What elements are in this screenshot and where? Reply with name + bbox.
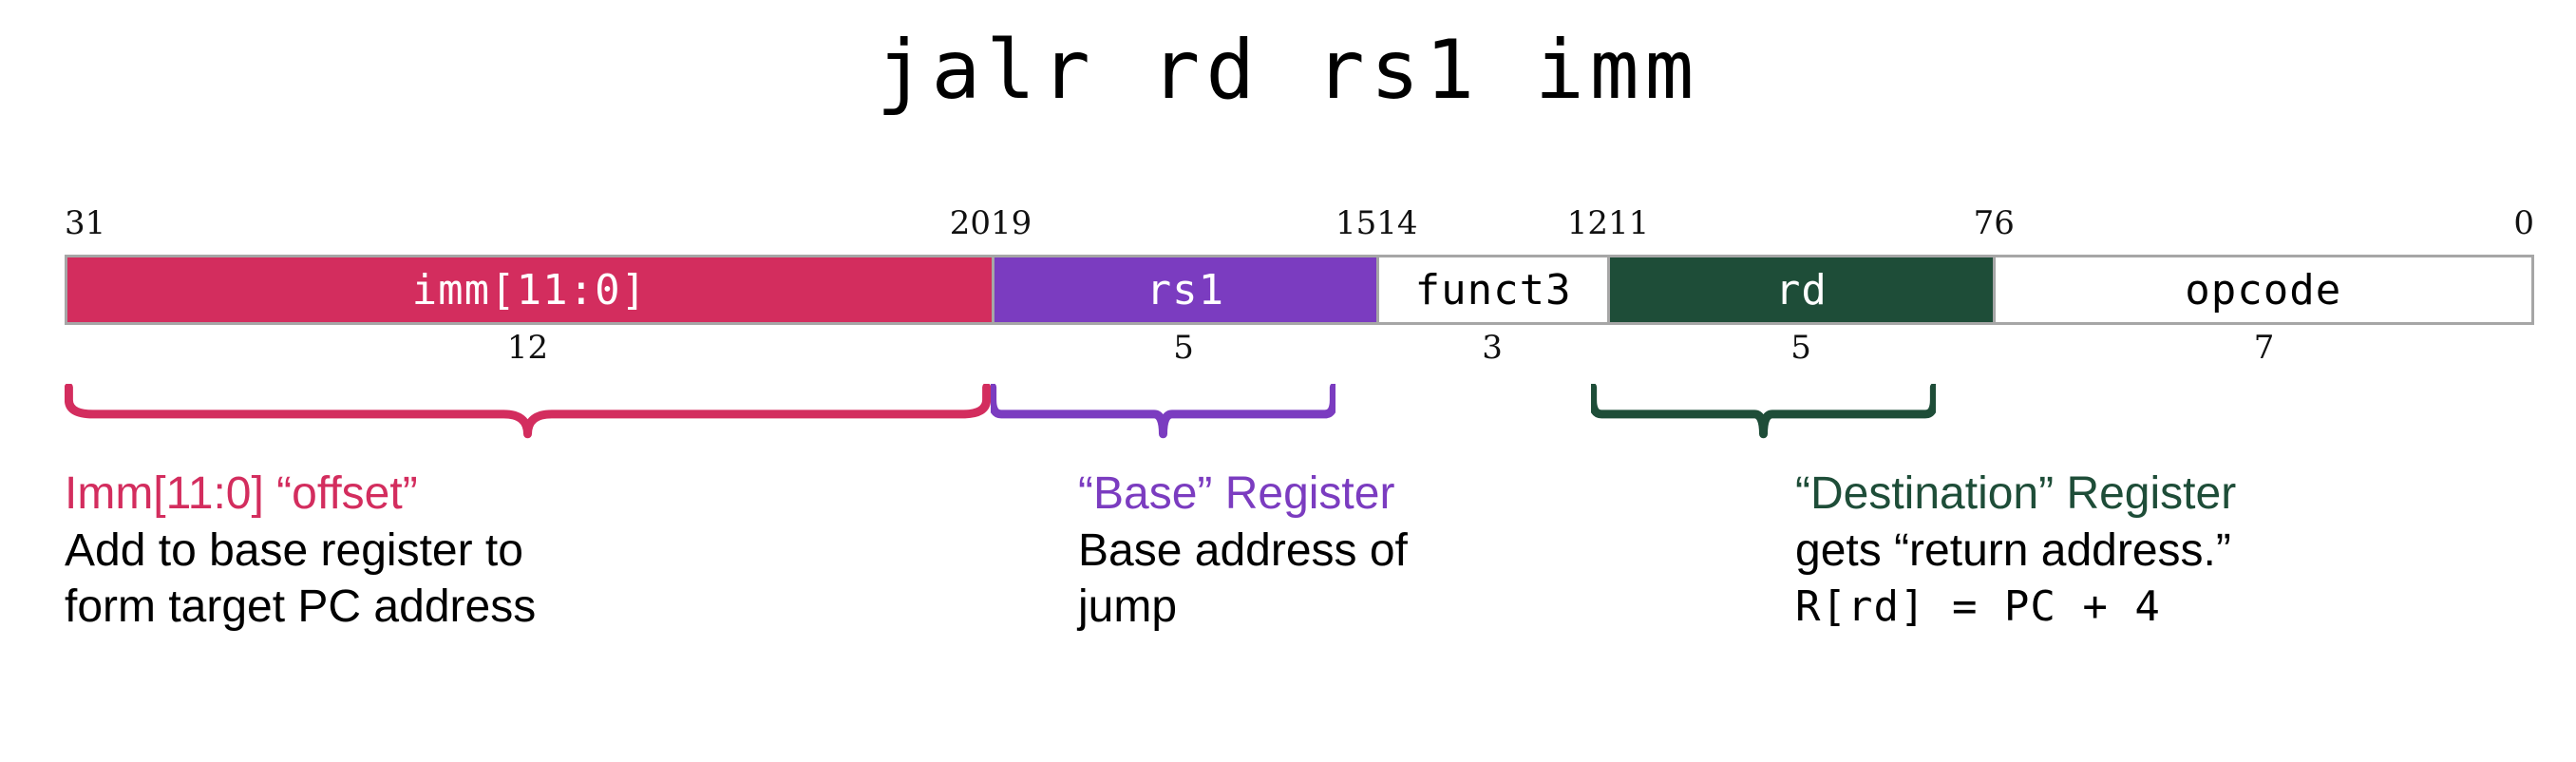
field-bit-width: 5 bbox=[1173, 329, 1194, 367]
annotation-line: form target PC address bbox=[65, 581, 537, 632]
bit-index-label: 19 bbox=[991, 204, 1032, 242]
brace-imm bbox=[65, 384, 991, 439]
field-rd: rd bbox=[1607, 257, 1993, 322]
bit-index-label: 12 bbox=[1566, 204, 1608, 242]
annotation-line: gets “return address.” bbox=[1795, 525, 2231, 576]
annotation-line: R[rd] = PC + 4 bbox=[1795, 582, 2161, 631]
bit-index-label: 14 bbox=[1376, 204, 1418, 242]
annotation-title-imm: Imm[11:0] “offset” bbox=[65, 468, 418, 519]
annotation-line: jump bbox=[1078, 581, 1178, 632]
annotation-rd: “Destination” Register gets “return addre… bbox=[1795, 466, 2517, 635]
field-width-row: 12 5 3 5 7 bbox=[65, 331, 2534, 372]
annotation-imm: Imm[11:0] “offset” Add to base register t… bbox=[65, 466, 919, 635]
annotation-line: Add to base register to bbox=[65, 525, 523, 576]
field-bit-width: 5 bbox=[1790, 329, 1811, 367]
field-bit-width: 12 bbox=[506, 329, 549, 367]
bit-index-label: 11 bbox=[1608, 204, 1650, 242]
field-funct3: funct3 bbox=[1376, 257, 1608, 322]
page-title: jalr rd rs1 imm bbox=[876, 23, 1700, 118]
bit-index-label: 0 bbox=[2513, 204, 2534, 242]
field-rs1: rs1 bbox=[991, 257, 1377, 322]
annotation-title-rd: “Destination” Register bbox=[1795, 468, 2237, 519]
bit-index-label: 31 bbox=[65, 204, 106, 242]
annotation-title-rs1: “Base” Register bbox=[1078, 468, 1395, 519]
field-bit-width: 3 bbox=[1482, 329, 1503, 367]
brace-rs1 bbox=[991, 384, 1335, 439]
field-bit-width: 7 bbox=[2253, 329, 2275, 367]
bit-index-label: 7 bbox=[1973, 204, 1995, 242]
bit-index-label: 6 bbox=[1994, 204, 2015, 242]
field-imm-11-0: imm[11:0] bbox=[67, 257, 992, 322]
annotation-line: Base address of bbox=[1078, 525, 1408, 576]
bit-index-label: 20 bbox=[949, 204, 991, 242]
field-opcode: opcode bbox=[1992, 257, 2531, 322]
bit-index-label: 15 bbox=[1335, 204, 1377, 242]
brace-rd bbox=[1591, 384, 1936, 439]
